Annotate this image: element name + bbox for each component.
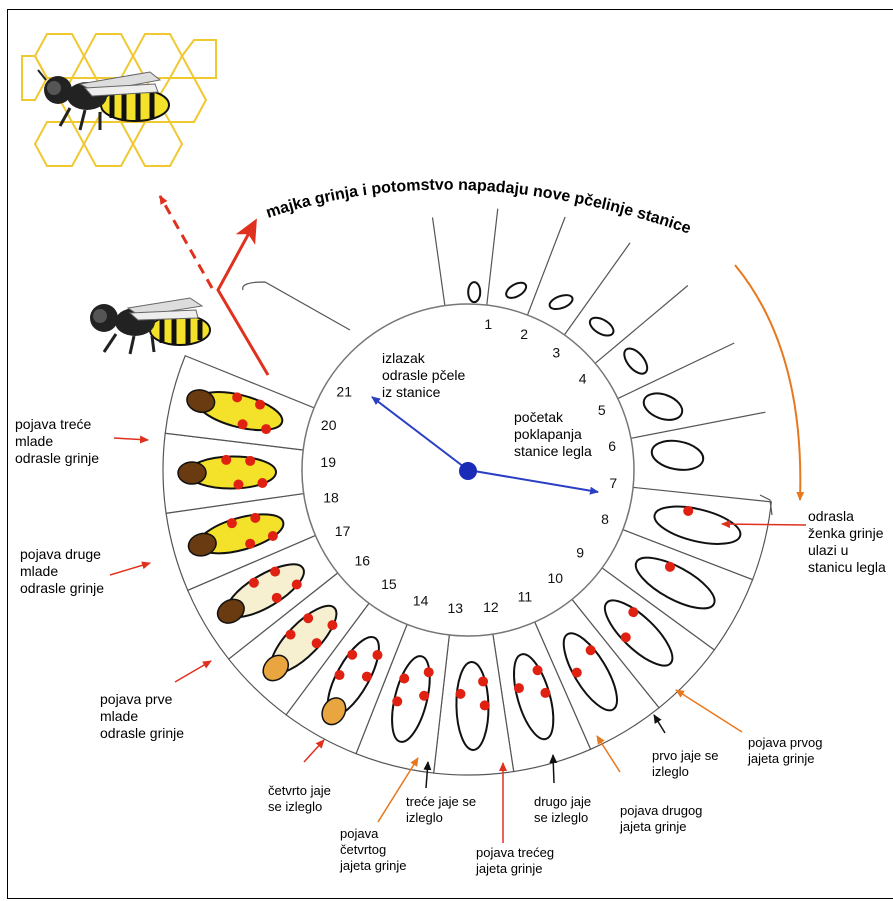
varroa-mite — [419, 691, 429, 701]
day-number-18: 18 — [323, 489, 339, 505]
varroa-mite — [540, 688, 550, 698]
clock-hub — [459, 462, 477, 480]
day-number-10: 10 — [548, 570, 564, 586]
varroa-mite — [255, 400, 265, 410]
varroa-mite — [455, 689, 465, 699]
label-first-adult-mite: pojava prve mlade odrasle grinje — [100, 691, 184, 742]
varroa-mite — [621, 632, 631, 642]
varroa-mite — [327, 620, 337, 630]
varroa-mite — [238, 419, 248, 429]
varroa-mite — [392, 696, 402, 706]
cell-wall — [487, 209, 498, 305]
egg-larva — [649, 437, 705, 474]
varroa-mite — [303, 613, 313, 623]
egg-larva — [468, 282, 480, 302]
label-second-adult-mite: pojava druge mlade odrasle grinje — [20, 546, 104, 597]
banner-text: majka grinja i potomstvo napadaju nove p… — [264, 177, 693, 238]
day-number-19: 19 — [320, 454, 336, 470]
cell-wall — [631, 412, 765, 438]
varroa-mite — [312, 638, 322, 648]
varroa-mite — [233, 480, 243, 490]
attack-arrow-right — [735, 265, 800, 500]
varroa-mite — [362, 672, 372, 682]
varroa-mite — [683, 506, 693, 516]
day-number-5: 5 — [598, 402, 606, 418]
varroa-mite — [245, 539, 255, 549]
varroa-mite — [586, 645, 596, 655]
day-number-8: 8 — [601, 511, 609, 527]
label-mite-enters: odrasla ženka grinje ulazi u stanicu leg… — [808, 508, 886, 576]
day-number-11: 11 — [518, 589, 533, 605]
varroa-mite — [286, 630, 296, 640]
varroa-mite — [249, 578, 259, 588]
egg-larva — [587, 314, 617, 339]
varroa-mite — [665, 562, 675, 572]
label-third-egg-hatched: treće jaje se izleglo — [406, 794, 476, 826]
day-number-21: 21 — [336, 383, 352, 399]
varroa-mite — [372, 650, 382, 660]
varroa-mite — [480, 700, 490, 710]
day-number-4: 4 — [579, 370, 587, 386]
varroa-mite — [628, 607, 638, 617]
day-number-16: 16 — [355, 553, 371, 569]
varroa-mite — [268, 531, 278, 541]
egg-larva — [548, 292, 575, 311]
varroa-mite — [399, 673, 409, 683]
varroa-mite — [245, 456, 255, 466]
day-number-15: 15 — [381, 576, 397, 592]
label-third-mite-egg: pojava trećeg jajeta grinje — [476, 845, 554, 877]
varroa-mite — [250, 513, 260, 523]
cell-wall — [433, 217, 445, 305]
day-number-14: 14 — [413, 592, 429, 608]
varroa-mite — [270, 567, 280, 577]
attack-arrow-left — [218, 222, 268, 375]
label-fourth-egg-hatched: četvrto jaje se izleglo — [268, 783, 331, 815]
day-number-1: 1 — [484, 316, 492, 332]
label-fourth-mite-egg: pojava četvrtog jajeta grinje — [340, 826, 407, 874]
varroa-mite — [424, 667, 434, 677]
varroa-mite — [347, 650, 357, 660]
egg-larva — [504, 280, 529, 301]
center-start-label: početak poklapanja stanice legla — [514, 409, 592, 460]
center-exit-label: izlazak odrasle pčele iz stanice — [382, 350, 465, 401]
varroa-mite — [272, 593, 282, 603]
cell-bracket — [243, 282, 350, 330]
varroa-mite — [478, 676, 488, 686]
day-number-7: 7 — [609, 475, 617, 491]
varroa-mite — [227, 518, 237, 528]
day-number-12: 12 — [483, 599, 499, 615]
day-number-13: 13 — [448, 600, 464, 616]
egg-larva — [640, 389, 686, 425]
varroa-mite — [533, 665, 543, 675]
day-number-2: 2 — [520, 326, 528, 342]
label-first-mite-egg: pojava prvog jajeta grinje — [748, 735, 822, 767]
pupa-head — [178, 462, 206, 484]
egg-larva — [620, 344, 652, 377]
day-number-3: 3 — [552, 344, 560, 360]
day-number-9: 9 — [576, 545, 584, 561]
varroa-mite — [257, 478, 267, 488]
day-number-20: 20 — [321, 417, 337, 433]
varroa-mite — [261, 424, 271, 434]
varroa-mite — [334, 670, 344, 680]
label-second-egg-hatched: drugo jaje se izleglo — [534, 794, 591, 826]
varroa-mite — [572, 668, 582, 678]
exit-arrow-dashed — [160, 196, 212, 288]
varroa-mite — [292, 580, 302, 590]
label-first-egg-hatched: prvo jaje se izleglo — [652, 748, 718, 780]
label-third-adult-mite: pojava treće mlade odrasle grinje — [15, 416, 99, 467]
varroa-mite — [514, 683, 524, 693]
label-second-mite-egg: pojava drugog jajeta grinje — [620, 803, 702, 835]
varroa-mite — [232, 392, 242, 402]
adult-bee-emerging-icon — [90, 298, 210, 354]
day-number-17: 17 — [335, 523, 351, 539]
day-number-6: 6 — [608, 438, 616, 454]
varroa-mite — [221, 455, 231, 465]
